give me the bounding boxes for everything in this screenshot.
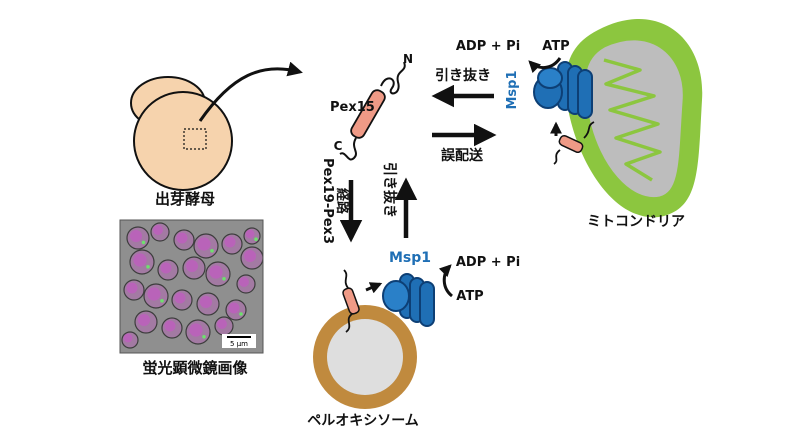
mitochondrion: [565, 18, 703, 218]
cell-fluorescence: [245, 229, 255, 239]
green-dot: [210, 249, 214, 253]
msp1-hexamer-perox-icon: [382, 273, 435, 327]
mito-pex15-icon: [550, 121, 595, 165]
label-peroxisome: ペルオキシソーム: [307, 413, 419, 429]
peroxisome: [313, 305, 417, 409]
label-mistargeting: 誤配送: [441, 147, 484, 164]
cell-fluorescence: [189, 323, 203, 337]
cell-fluorescence: [174, 292, 186, 304]
cell-fluorescence: [228, 302, 240, 314]
label-extraction-top: 引き抜き: [435, 67, 491, 84]
yeast-mother-cell: [133, 91, 233, 191]
cell-fluorescence: [137, 313, 151, 327]
label-adp-pi-top: ADP + Pi: [456, 39, 520, 54]
curved-arrow-icon: [198, 61, 303, 122]
cell-fluorescence: [123, 333, 133, 343]
cell-fluorescence: [185, 259, 199, 273]
cell-fluorescence: [239, 277, 249, 287]
cell-fluorescence: [243, 249, 257, 263]
label-extraction-vertical: 引き抜き: [381, 162, 398, 218]
cell-fluorescence: [197, 237, 211, 251]
label-atp-bottom: ATP: [456, 289, 483, 304]
cell-fluorescence: [164, 320, 176, 332]
label-msp1-mito: Msp1: [505, 70, 520, 109]
cell-fluorescence: [209, 265, 223, 279]
cell-fluorescence: [129, 229, 143, 243]
fluorescence-micrograph: 5 µm: [119, 219, 264, 354]
green-dot: [146, 265, 150, 269]
cell-fluorescence: [199, 295, 213, 309]
cell-fluorescence: [176, 232, 188, 244]
perox-pex15-icon: [342, 269, 383, 333]
atp-cycle-arrow-bottom-icon: [438, 264, 454, 298]
label-adp-pi-bottom: ADP + Pi: [456, 255, 520, 270]
cell-fluorescence: [147, 287, 161, 301]
pex15-protein-icon: [339, 61, 406, 161]
zoom-box: [183, 128, 207, 150]
atp-cycle-arrow-icon: [528, 57, 562, 74]
cell-fluorescence: [133, 253, 147, 267]
label-atp-top: ATP: [542, 39, 569, 54]
label-msp1-perox: Msp1: [389, 250, 431, 266]
label-pex15: Pex15: [330, 100, 375, 115]
green-dot: [202, 335, 206, 339]
green-dot: [141, 240, 146, 245]
cell-fluorescence: [224, 236, 236, 248]
green-dot: [222, 277, 226, 281]
green-dot: [254, 237, 258, 241]
cell-fluorescence: [153, 225, 163, 235]
label-n-terminus: N: [403, 52, 413, 66]
green-dot: [160, 299, 164, 303]
green-dot: [239, 312, 243, 316]
label-budding-yeast: 出芽酵母: [155, 190, 215, 208]
scale-bar-label: 5 µm: [230, 340, 248, 348]
cell-fluorescence: [160, 262, 172, 274]
label-mitochondria: ミトコンドリア: [587, 214, 685, 230]
label-pathway-line2: 経路: [334, 188, 350, 215]
label-c-terminus: C: [334, 139, 343, 153]
msp1-hexamer-icon: [533, 61, 593, 119]
cell-fluorescence: [126, 282, 138, 294]
budding-yeast: [130, 61, 303, 191]
label-fluorescence-image: 蛍光顕微鏡画像: [142, 359, 248, 377]
label-pathway-line1: Pex19-Pex3: [320, 158, 335, 244]
cell-fluorescence: [217, 319, 227, 329]
